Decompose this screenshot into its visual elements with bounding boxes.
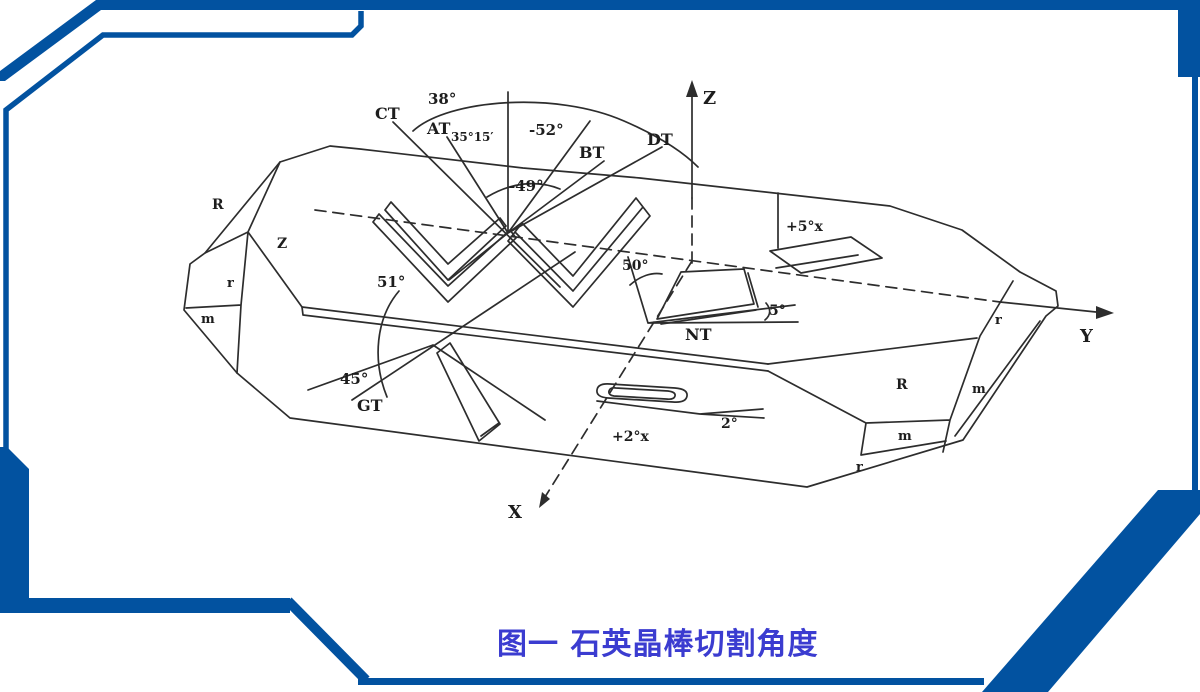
lower-fan-arc bbox=[377, 290, 400, 398]
face-left-R-label: R bbox=[212, 197, 224, 213]
face-left-m-label: m bbox=[201, 312, 215, 327]
crystal-linework bbox=[183, 80, 1114, 508]
at-angle-label: 35°15′ bbox=[451, 130, 494, 144]
angle-5-label: 5° bbox=[769, 303, 786, 319]
x-axis-dashed bbox=[544, 260, 693, 498]
angle-50-label: 50° bbox=[622, 258, 648, 274]
face-strip-m-label: m bbox=[972, 382, 986, 397]
upper-fan-lines bbox=[392, 91, 663, 288]
z-axis-arrow bbox=[686, 80, 698, 97]
waist-band bbox=[301, 306, 769, 372]
crystal-outline bbox=[183, 145, 1059, 488]
angle-51-label: 51° bbox=[377, 273, 405, 291]
angle-2-label: 2° bbox=[721, 416, 738, 432]
y-axis-solid bbox=[999, 301, 1097, 313]
angle-minus49-label: -49° bbox=[509, 177, 544, 195]
frame-right-line bbox=[1192, 75, 1198, 493]
figure-caption: 图一 石英晶棒切割角度 bbox=[497, 627, 819, 662]
angle-plus2x-label: +2°x bbox=[612, 429, 649, 445]
left-cap-edges bbox=[185, 161, 303, 374]
y-axis-label: Y bbox=[1079, 326, 1094, 347]
frame-bottom-stripe bbox=[284, 597, 370, 684]
angle-38-label: 38° bbox=[428, 90, 456, 108]
face-tip-r-label: r bbox=[995, 313, 1002, 328]
chevron-plate-right bbox=[507, 197, 651, 308]
frame-top-bar bbox=[0, 0, 1200, 81]
x-axis-label: X bbox=[508, 502, 522, 523]
nt-angle-lines bbox=[627, 256, 799, 324]
right-cap-edges bbox=[767, 280, 1041, 456]
angle-minus52-label: -52° bbox=[529, 121, 564, 139]
upper-fan-arcs bbox=[412, 101, 699, 198]
z-axis-label: Z bbox=[703, 88, 716, 109]
at-cut-label: AT bbox=[426, 119, 451, 138]
face-left-Z-label: Z bbox=[277, 236, 287, 252]
frame-bottom-right-band bbox=[982, 490, 1200, 692]
angle-45-label: 45° bbox=[340, 370, 368, 388]
dt-cut-label: DT bbox=[647, 130, 673, 149]
ct-cut-label: CT bbox=[375, 104, 400, 123]
face-br-m-label: m bbox=[898, 429, 912, 444]
x-axis-arrow bbox=[539, 492, 550, 508]
face-br-r-label: r bbox=[856, 460, 863, 475]
face-br-R-label: R bbox=[896, 377, 908, 393]
lower-fan-lines bbox=[307, 251, 576, 421]
y-axis-dashed bbox=[314, 209, 1001, 303]
face-left-r-label: r bbox=[227, 276, 234, 291]
nt-cut-label: NT bbox=[685, 325, 712, 344]
frame-bottom-line bbox=[358, 678, 984, 685]
frame-inner-line bbox=[3, 11, 364, 450]
plus5x-plate bbox=[769, 192, 883, 274]
plus2x-slab bbox=[596, 383, 765, 419]
y-axis-arrow bbox=[1096, 306, 1114, 319]
gt-cut-label: GT bbox=[357, 396, 383, 415]
frame-bottom-left bbox=[0, 447, 290, 613]
angle-plus5x-label: +5°x bbox=[786, 219, 823, 235]
bt-cut-label: BT bbox=[579, 143, 605, 162]
gt-plate bbox=[436, 342, 501, 442]
